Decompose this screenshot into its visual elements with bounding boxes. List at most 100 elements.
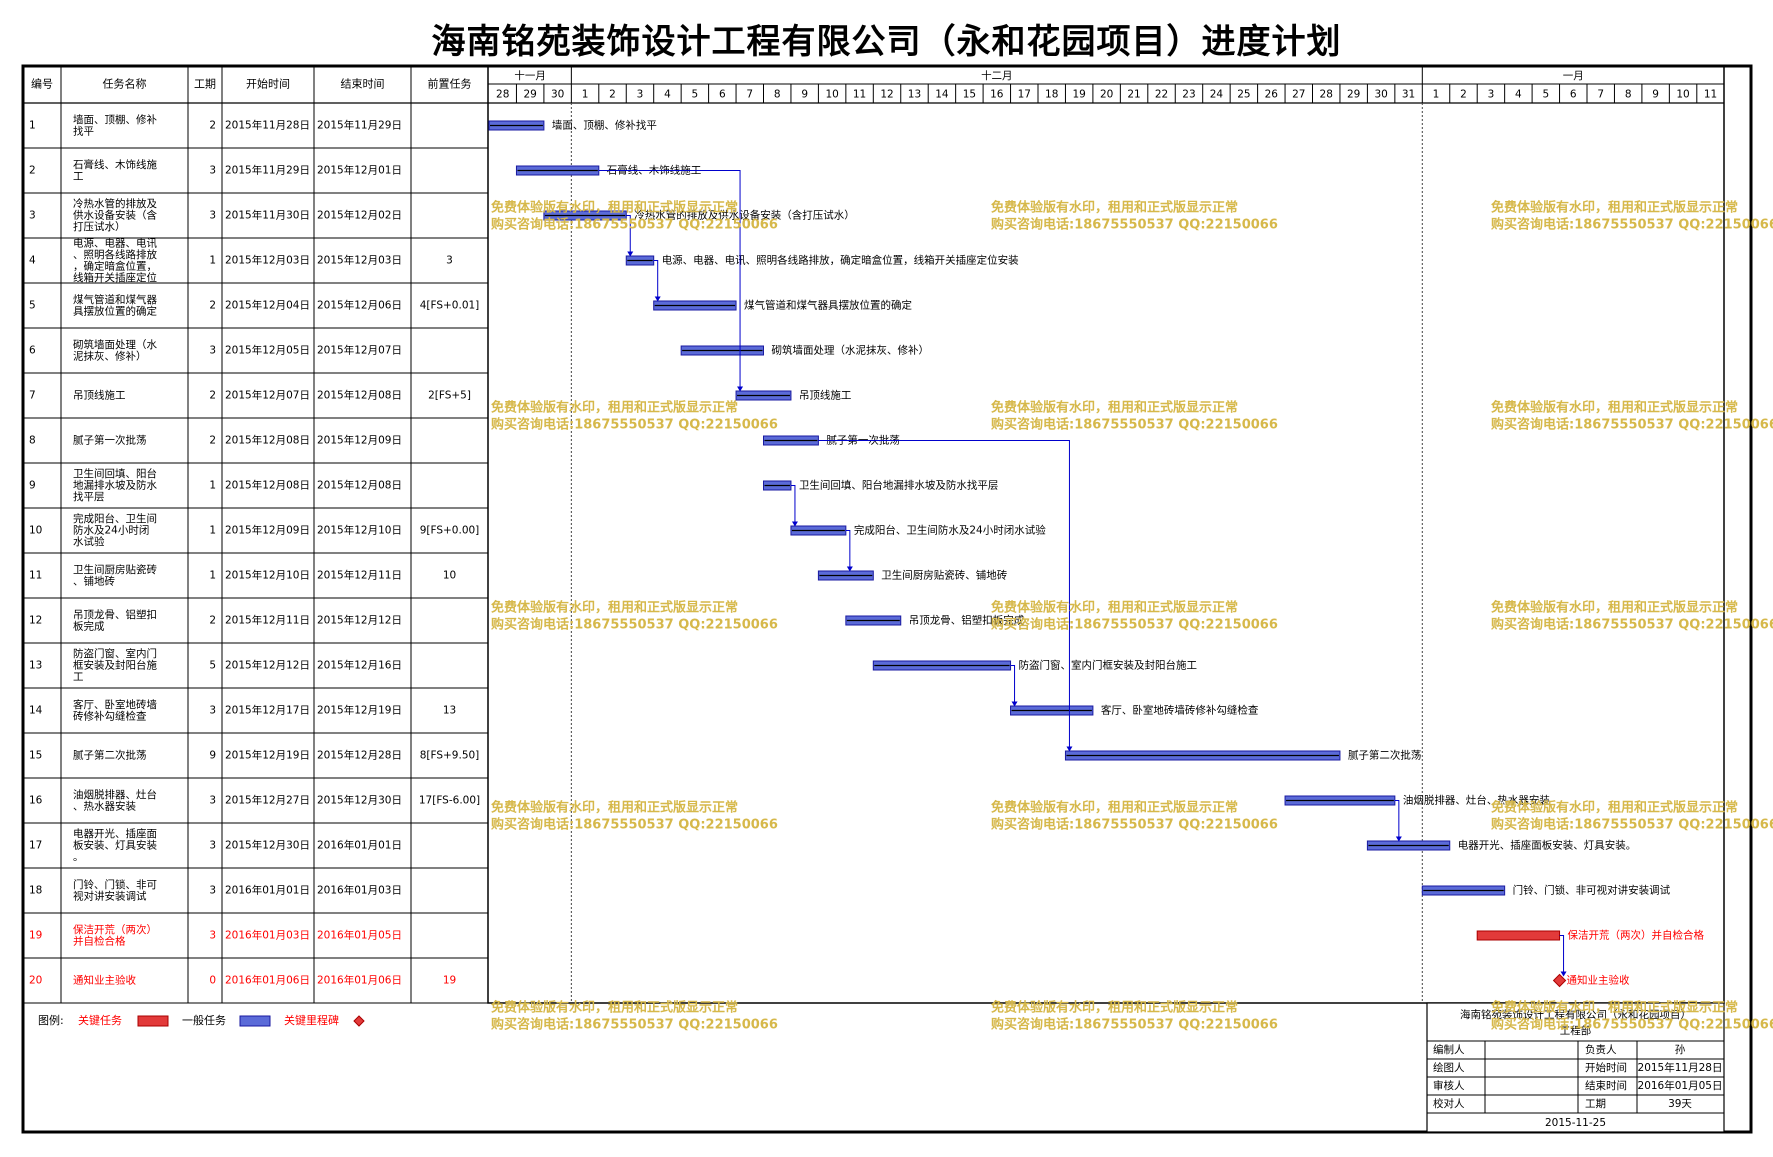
task-end: 2015年12月19日: [317, 704, 402, 717]
day-label: 4: [1515, 89, 1522, 101]
dependency-link: [653, 260, 659, 301]
day-label: 27: [1292, 89, 1305, 101]
task-name: 吊顶龙骨、铝塑扣板完成: [73, 608, 157, 633]
dependency-arrow: [1395, 836, 1402, 842]
column-header-name: 任务名称: [103, 77, 147, 91]
info-value: 39天: [1668, 1098, 1692, 1110]
day-label: 7: [1597, 89, 1604, 101]
day-label: 30: [1374, 89, 1387, 101]
task-start: 2015年11月29日: [225, 164, 310, 177]
task-start: 2015年12月08日: [225, 479, 310, 492]
task-duration: 1: [209, 480, 216, 492]
bar-label: 客厅、卧室地砖墙砖修补勾缝检查: [1101, 704, 1259, 717]
task-start: 2015年12月05日: [225, 344, 310, 357]
task-id: 3: [29, 210, 36, 222]
day-label: 1: [1433, 89, 1440, 101]
task-start: 2015年12月08日: [225, 434, 310, 447]
column-header-predecessor: 前置任务: [428, 77, 472, 91]
day-label: 19: [1072, 89, 1085, 101]
info-value: 2015年11月28日: [1638, 1061, 1723, 1074]
task-end: 2015年12月11日: [317, 569, 402, 582]
task-end: 2015年12月10日: [317, 524, 402, 537]
dependency-arrow: [654, 296, 661, 302]
task-predecessor: 17[FS-6.00]: [419, 795, 480, 807]
watermark-text: 免费体验版有水印，租用和正式版显示正常: [991, 600, 1238, 616]
page-title: 海南铭苑装饰设计工程有限公司（永和花园项目）进度计划: [431, 22, 1342, 62]
bar-label: 砌筑墙面处理（水泥抹灰、修补）: [772, 344, 930, 357]
watermark-text: 免费体验版有水印，租用和正式版显示正常: [1491, 400, 1738, 416]
day-label: 25: [1237, 89, 1250, 101]
task-end: 2015年12月01日: [317, 164, 402, 177]
task-duration: 3: [209, 345, 216, 357]
day-label: 13: [908, 89, 921, 101]
bar-label: 卫生间厨房贴瓷砖、铺地砖: [881, 569, 1007, 582]
task-end: 2016年01月06日: [317, 974, 402, 987]
task-id: 18: [29, 885, 42, 897]
month-label: 一月: [1563, 70, 1584, 82]
day-label: 22: [1155, 89, 1168, 101]
column-header-end: 结束时间: [341, 78, 385, 91]
task-duration: 3: [209, 795, 216, 807]
column-header-duration: 工期: [194, 78, 216, 91]
day-label: 20: [1100, 89, 1113, 101]
bar-label: 门铃、门锁、非可视对讲安装调试: [1513, 884, 1671, 897]
day-label: 6: [719, 89, 726, 101]
bar-label: 煤气管道和煤气器具摆放位置的确定: [744, 299, 912, 312]
task-name: 保洁开荒（两次）并自检合格: [73, 923, 157, 948]
task-predecessor: 8[FS+9.50]: [420, 750, 480, 762]
task-name: 腻子第一次批荡: [73, 434, 147, 447]
day-label: 14: [935, 89, 949, 101]
watermark-text: 免费体验版有水印，租用和正式版显示正常: [991, 1000, 1238, 1016]
info-label: 开始时间: [1585, 1061, 1627, 1074]
day-label: 3: [1488, 89, 1495, 101]
dependency-arrow: [846, 566, 853, 572]
day-label: 23: [1182, 89, 1195, 101]
task-start: 2015年12月12日: [225, 659, 310, 672]
task-duration: 3: [209, 210, 216, 222]
task-duration: 2: [209, 435, 216, 447]
task-duration: 2: [209, 615, 216, 627]
bar-label: 通知业主验收: [1567, 974, 1630, 987]
task-id: 7: [29, 390, 36, 402]
task-start: 2015年12月19日: [225, 749, 310, 762]
watermark-text: 购买咨询电话:18675550537 QQ:22150066: [991, 617, 1278, 633]
dependency-link: [626, 215, 631, 256]
dependency-arrow: [1066, 746, 1073, 752]
legend-milestone-swatch: [353, 1015, 365, 1027]
task-duration: 2: [209, 300, 216, 312]
dependency-arrow: [1560, 971, 1567, 977]
info-label: 工期: [1585, 1098, 1606, 1110]
info-value: 2016年01月05日: [1638, 1079, 1723, 1092]
task-end: 2015年12月07日: [317, 344, 402, 357]
day-label: 8: [774, 89, 781, 101]
watermark-text: 购买咨询电话:18675550537 QQ:22150066: [1491, 417, 1773, 433]
day-label: 11: [1704, 89, 1717, 101]
watermark-text: 购买咨询电话:18675550537 QQ:22150066: [491, 1017, 778, 1033]
watermark-text: 购买咨询电话:18675550537 QQ:22150066: [991, 217, 1278, 233]
bar-label: 电器开光、插座面板安装、灯具安装。: [1458, 839, 1637, 852]
bar-label: 油烟脱排器、灶台、热水器安装: [1403, 794, 1550, 807]
watermark-text: 购买咨询电话:18675550537 QQ:22150066: [491, 817, 778, 833]
watermark-text: 免费体验版有水印，租用和正式版显示正常: [991, 200, 1238, 216]
task-duration: 3: [209, 165, 216, 177]
task-end: 2015年12月03日: [317, 254, 402, 267]
task-predecessor: 3: [446, 255, 453, 267]
task-id: 13: [29, 660, 42, 672]
task-name: 门铃、门锁、非可视对讲安装调试: [73, 878, 157, 903]
task-duration: 2: [209, 120, 216, 132]
day-label: 4: [664, 89, 671, 101]
task-end: 2015年12月12日: [317, 614, 402, 627]
info-label: 编制人: [1433, 1043, 1465, 1056]
day-label: 17: [1018, 89, 1031, 101]
